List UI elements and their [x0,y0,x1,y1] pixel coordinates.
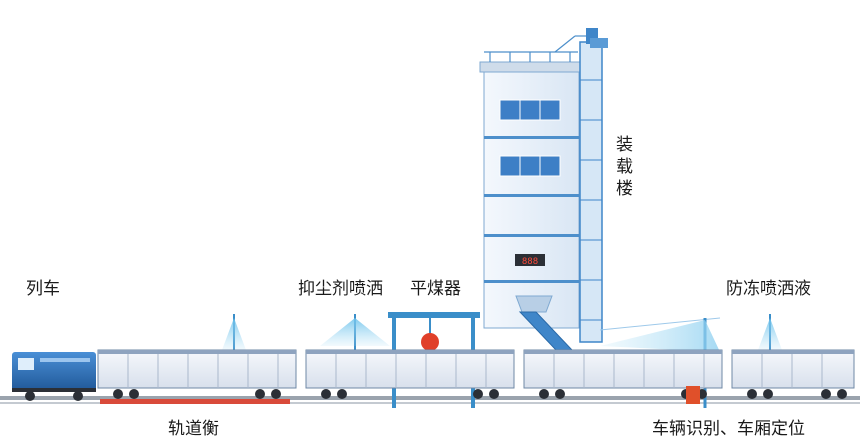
label-dust-spray: 抑尘剂喷洒 [298,279,383,299]
locomotive-icon [12,352,96,401]
track-scale-plate [100,399,290,404]
tower-display-readout: 888 [522,257,538,267]
label-loading-tower: 装载楼 [616,135,633,199]
label-vehicle-id: 车辆识别、车厢定位 [652,419,805,439]
label-antifreeze-spray: 防冻喷洒液 [726,279,811,299]
railway-track [0,396,860,404]
label-track-scale: 轨道衡 [168,419,219,439]
label-train: 列车 [26,279,60,299]
loading-tower-icon [479,28,721,351]
label-leveler: 平煤器 [410,279,461,299]
hopper-wagon-icon [97,349,855,399]
spray-nozzle-icon [222,314,782,352]
sensor-icon [686,386,700,404]
